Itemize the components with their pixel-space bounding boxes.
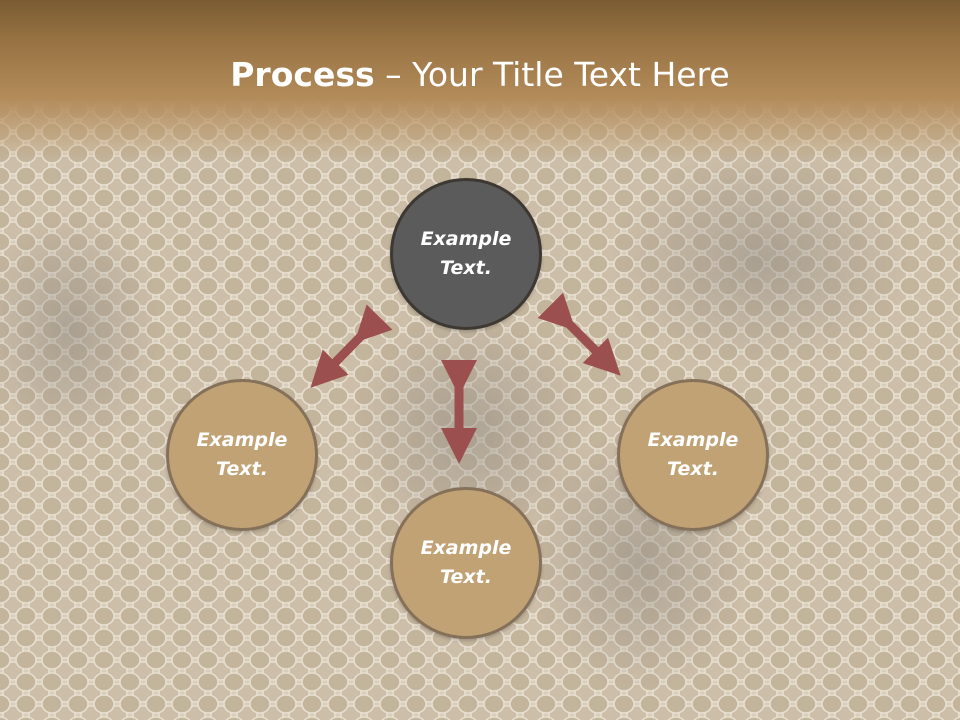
arrow-top-left (310, 304, 393, 388)
header-band (0, 0, 960, 160)
node-bottom-label: Example Text. (420, 537, 512, 588)
slide-title: Process – Your Title Text Here (0, 50, 960, 100)
arrow-top-right (537, 292, 621, 376)
process-node-right[interactable]: Example Text. (617, 379, 769, 531)
process-node-top[interactable]: Example Text. (390, 178, 542, 330)
process-node-left[interactable]: Example Text. (166, 379, 318, 531)
title-rest: – Your Title Text Here (374, 55, 730, 94)
node-top-label: Example Text. (420, 228, 512, 279)
title-strong: Process (230, 55, 375, 94)
node-right-label: Example Text. (647, 429, 739, 480)
node-left-label: Example Text. (196, 429, 288, 480)
process-node-bottom[interactable]: Example Text. (390, 487, 542, 639)
